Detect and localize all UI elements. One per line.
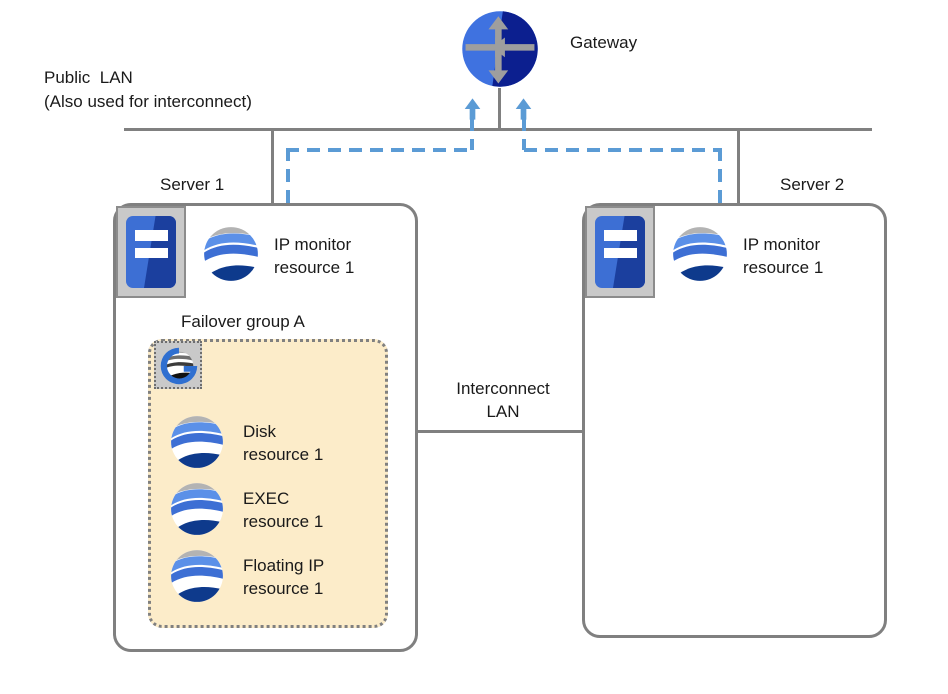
server-icon-bar-2 bbox=[134, 247, 168, 259]
server-1-icon-body bbox=[126, 216, 176, 288]
server-2-ip-monitor-line1: IP monitor bbox=[743, 235, 821, 254]
server-1-ip-monitor-line2: resource 1 bbox=[274, 258, 355, 277]
public-lan-drop-server2 bbox=[737, 128, 740, 206]
server-2-ip-monitor-icon bbox=[672, 226, 728, 282]
monitor-path-server2-horizontal bbox=[524, 148, 722, 152]
resource-floating-ip-line1: Floating IP bbox=[243, 556, 325, 575]
server-2-icon-body bbox=[595, 216, 645, 288]
server-icon-bar-1 bbox=[134, 230, 168, 242]
gateway-stem bbox=[498, 88, 501, 130]
server-2-title: Server 2 bbox=[780, 175, 845, 194]
public-lan-line bbox=[124, 128, 872, 131]
monitor-path-server1-riser bbox=[470, 118, 474, 150]
gateway-router-icon bbox=[459, 8, 541, 90]
resource-exec-line1: EXEC bbox=[243, 489, 290, 508]
resource-exec-line2: resource 1 bbox=[243, 512, 324, 531]
monitor-path-server1-horizontal bbox=[286, 148, 472, 152]
server-icon-bar-1 bbox=[603, 230, 637, 242]
resource-floating-ip-line2: resource 1 bbox=[243, 579, 324, 598]
resource-disk-line2: resource 1 bbox=[243, 445, 324, 464]
public-lan-label-line2: (Also used for interconnect) bbox=[44, 92, 252, 111]
resource-disk-line1: Disk bbox=[243, 422, 277, 441]
server-1-ip-monitor-icon bbox=[203, 226, 259, 282]
resource-icon-disk bbox=[170, 415, 224, 469]
resource-icon-floating-ip bbox=[170, 549, 224, 603]
server-2-icon bbox=[585, 206, 655, 298]
monitor-arrow-server1 bbox=[464, 98, 481, 120]
monitor-path-server2-vertical bbox=[718, 148, 722, 206]
failover-group-a-icon bbox=[154, 341, 202, 389]
server-2-ip-monitor-line2: resource 1 bbox=[743, 258, 824, 277]
monitor-arrow-server2 bbox=[515, 98, 532, 120]
interconnect-lan-line bbox=[418, 430, 585, 433]
monitor-path-server1-vertical bbox=[286, 148, 290, 206]
resource-icon-exec bbox=[170, 482, 224, 536]
gateway-label: Gateway bbox=[570, 33, 638, 52]
server-1-icon bbox=[116, 206, 186, 298]
public-lan-label-line1: Public LAN bbox=[44, 68, 133, 87]
server-icon-bar-2 bbox=[603, 247, 637, 259]
interconnect-lan-label-line1: Interconnect bbox=[456, 379, 550, 398]
interconnect-lan-label-line2: LAN bbox=[486, 402, 520, 421]
public-lan-drop-server1 bbox=[271, 128, 274, 206]
monitor-path-server2-riser bbox=[522, 118, 526, 150]
server-1-title: Server 1 bbox=[160, 175, 225, 194]
server-1-ip-monitor-line1: IP monitor bbox=[274, 235, 352, 254]
failover-group-a-icon-glyph bbox=[154, 341, 202, 389]
failover-group-a-label: Failover group A bbox=[181, 312, 305, 331]
